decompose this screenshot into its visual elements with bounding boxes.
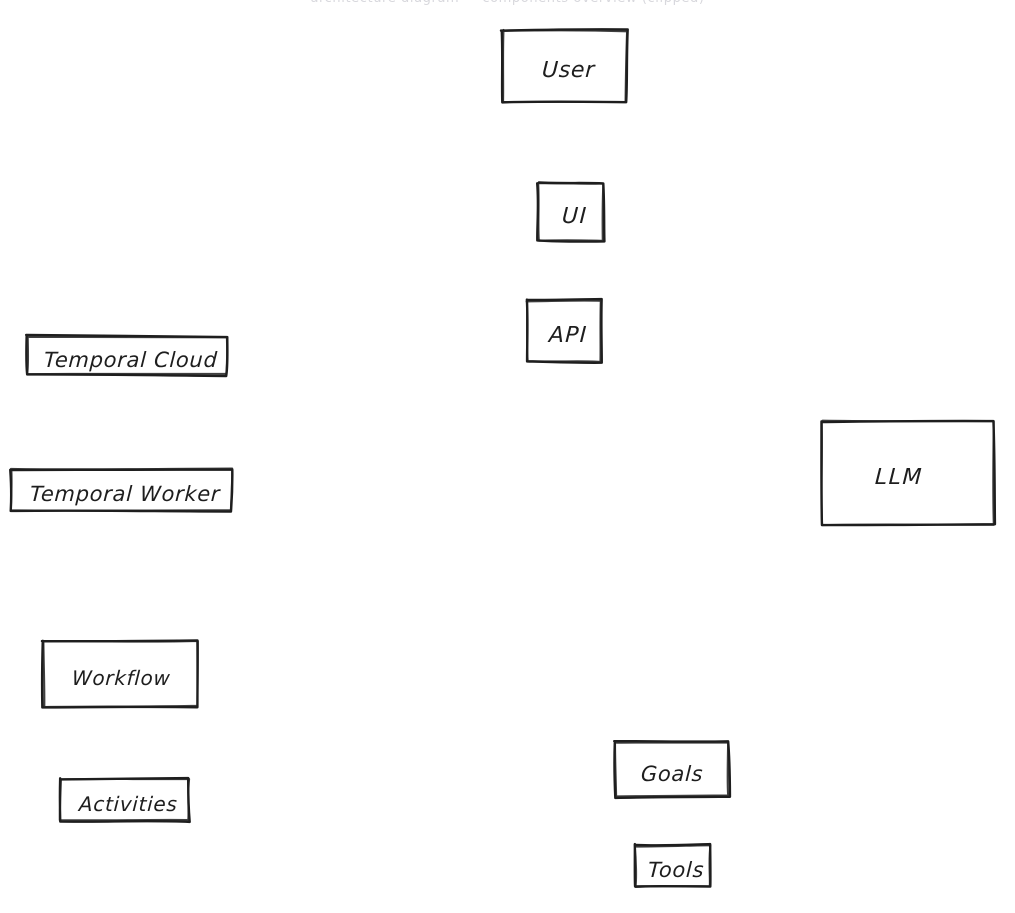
node-goals-label: Goals <box>640 761 704 786</box>
node-activities[interactable]: Activities <box>58 776 197 829</box>
node-llm[interactable]: LLM <box>820 419 1002 533</box>
node-user-label: User <box>541 57 596 83</box>
node-user[interactable]: User <box>499 28 635 110</box>
node-temporal-cloud-label: Temporal Cloud <box>43 347 219 372</box>
node-ui-label: UI <box>561 203 589 229</box>
node-workflow[interactable]: Workflow <box>40 639 206 715</box>
node-goals[interactable]: Goals <box>613 739 737 805</box>
clipped-top-caption: architecture diagram — components overvi… <box>0 0 1015 6</box>
node-temporal-worker[interactable]: Temporal Worker <box>9 467 240 519</box>
node-workflow-label: Workflow <box>71 666 172 690</box>
node-temporal-worker-label: Temporal Worker <box>29 482 222 506</box>
node-temporal-cloud[interactable]: Temporal Cloud <box>24 333 235 383</box>
node-tools[interactable]: Tools <box>633 842 718 895</box>
node-ui[interactable]: UI <box>535 181 612 249</box>
node-api-label: API <box>548 322 588 348</box>
node-llm-label: LLM <box>873 464 924 490</box>
node-activities-label: Activities <box>78 792 179 816</box>
node-tools-label: Tools <box>647 858 706 882</box>
node-api[interactable]: API <box>525 297 609 370</box>
